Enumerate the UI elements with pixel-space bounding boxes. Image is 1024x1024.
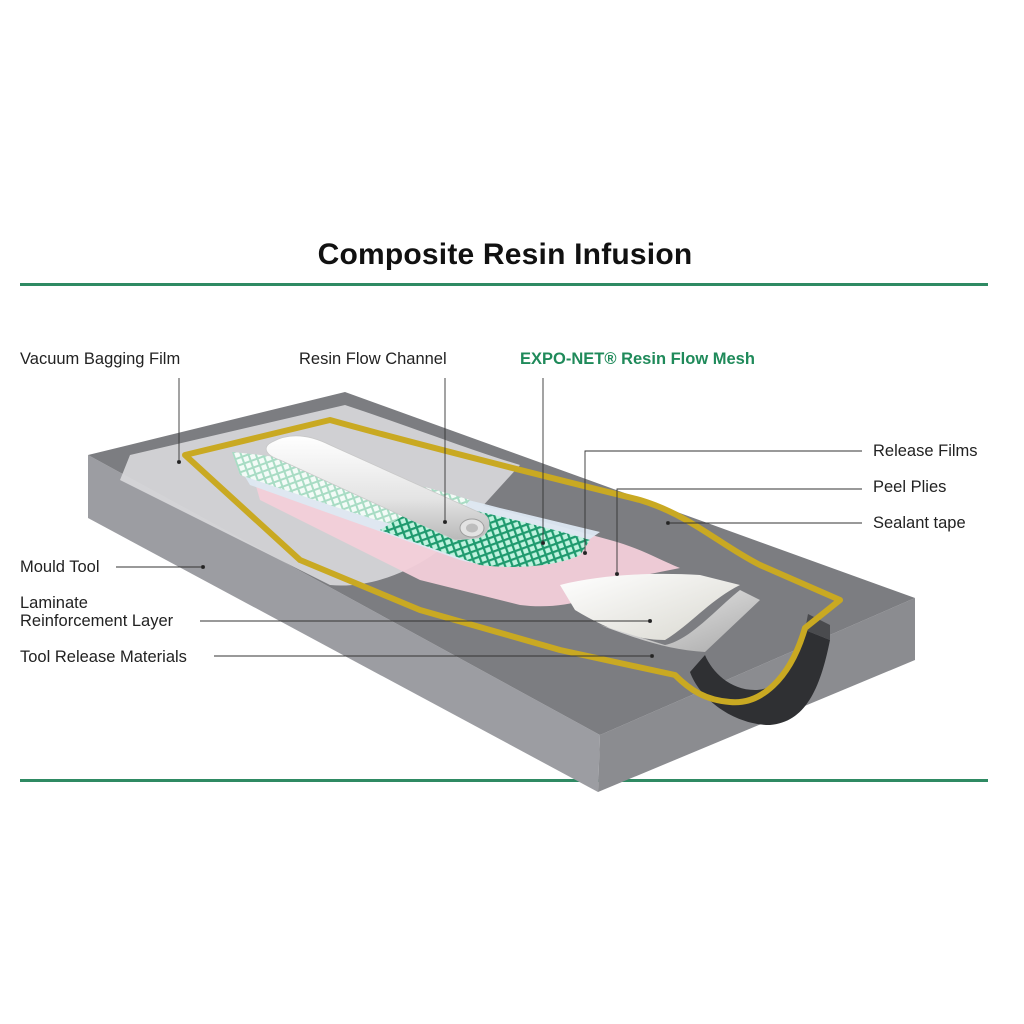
mould-left-side [88, 455, 600, 792]
tool-release-layer [600, 590, 760, 652]
laminate-layer [560, 573, 740, 640]
label-laminate-line2: Reinforcement Layer [20, 612, 174, 630]
label-laminate-line1: Laminate [20, 594, 88, 612]
leader-peel-plies [616, 488, 862, 574]
label-vacuum-bagging-film: Vacuum Bagging Film [20, 350, 181, 368]
sealant-tape [182, 417, 843, 706]
diagram-title: Composite Resin Infusion [317, 238, 693, 271]
leader-release-films [584, 450, 862, 553]
label-release-films: Release Films [873, 442, 978, 460]
label-mould-tool: Mould Tool [20, 558, 100, 576]
top-divider-rule [20, 283, 988, 286]
label-expo-net-mesh: EXPO-NET® Resin Flow Mesh [520, 350, 755, 368]
resin-flow-tube [265, 435, 490, 541]
label-peel-plies: Peel Plies [873, 478, 947, 496]
label-tool-release-materials: Tool Release Materials [20, 648, 187, 666]
label-sealant-tape: Sealant tape [873, 514, 966, 532]
bottom-divider-rule [20, 779, 988, 782]
label-resin-flow-channel: Resin Flow Channel [299, 350, 447, 368]
